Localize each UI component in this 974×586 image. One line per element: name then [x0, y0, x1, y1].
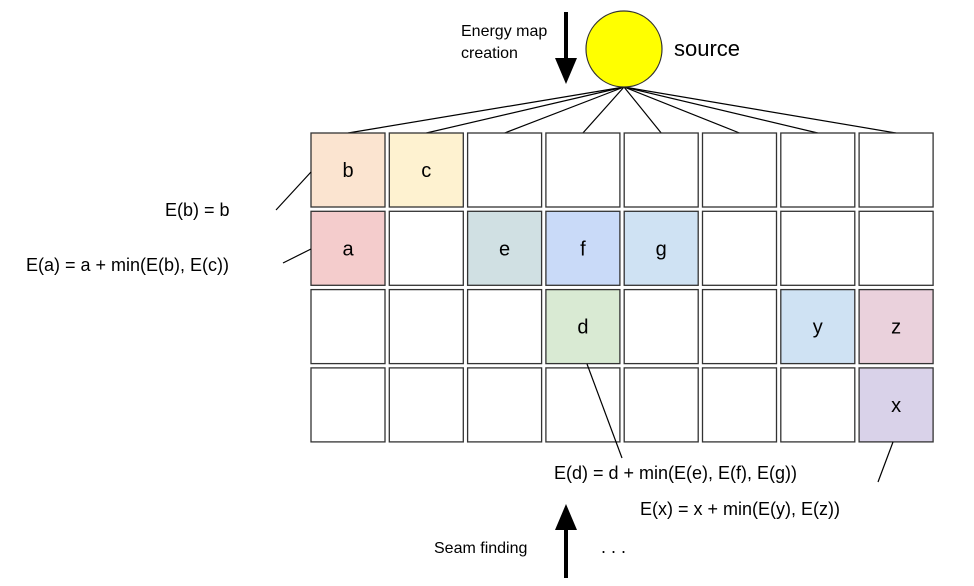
grid-cell-empty [701, 288, 778, 365]
grid-cell-empty [623, 132, 699, 208]
grid-cell-empty [388, 367, 464, 443]
grid-cell-empty [466, 367, 543, 443]
cell-label-c: c [421, 160, 431, 182]
eb-leader-line [275, 171, 312, 211]
grid-cell-empty [466, 288, 543, 365]
grid-cell-z [858, 288, 934, 365]
ed-leader-line [586, 363, 623, 459]
grid-cell-empty [545, 367, 621, 443]
equation-eb: E(b) = b [165, 200, 230, 220]
grid-cell-empty [780, 367, 856, 443]
grid-cell-g [623, 210, 699, 286]
energy-map-label-line2: creation [461, 45, 518, 62]
source-connections [347, 86, 897, 134]
source-connection-line [623, 86, 897, 134]
grid-cell-x [858, 367, 934, 443]
cell-label-f: f [580, 238, 586, 260]
cell-label-x: x [891, 395, 901, 417]
grid-cell-b [310, 132, 386, 208]
source-connection-line [426, 86, 625, 134]
grid-cell-f [545, 210, 621, 286]
grid-cell-empty [701, 367, 778, 443]
seam-finding-label: Seam finding [434, 540, 527, 557]
source-label: source [674, 36, 740, 61]
source-node [585, 10, 663, 88]
grid-cell-y [780, 288, 856, 365]
continuation-dots: . . . [601, 537, 626, 557]
cell-label-g: g [656, 238, 667, 260]
grid-cell-empty [623, 367, 699, 443]
grid-cell-empty [780, 132, 856, 208]
grid-cell-empty [545, 132, 621, 208]
grid-cell-empty [466, 132, 543, 208]
source-connection-line [623, 86, 662, 134]
seam-finding-arrow [555, 504, 577, 578]
grid-cell-empty [701, 132, 778, 208]
grid-cell-empty [310, 288, 386, 365]
cell-label-d: d [577, 317, 588, 339]
cell-label-z: z [891, 317, 901, 339]
energy-map-label-line1: Energy map [461, 23, 547, 40]
energy-map-arrow [555, 12, 577, 84]
grid-cell-empty [388, 288, 464, 365]
grid-cell-d [545, 288, 621, 365]
grid-cell-empty [388, 210, 464, 286]
source-connection-line [347, 86, 625, 134]
cell-label-a: a [342, 238, 354, 260]
source-connection-line [582, 86, 625, 134]
grid-cell-empty [623, 288, 699, 365]
equation-ed: E(d) = d + min(E(e), E(f), E(g)) [554, 463, 797, 483]
equation-ex: E(x) = x + min(E(y), E(z)) [640, 499, 840, 519]
cell-label-b: b [342, 160, 353, 182]
grid-cell-a [310, 210, 386, 286]
grid-cell-e [466, 210, 543, 286]
source-connection-line [504, 86, 625, 134]
energy-grid: b c a e f g d y z x [310, 132, 934, 443]
cell-label-y: y [813, 317, 823, 339]
cell-label-e: e [499, 238, 510, 260]
ex-leader-line [877, 441, 894, 483]
grid-cell-empty [858, 132, 934, 208]
source-connection-line [623, 86, 818, 134]
grid-cell-empty [780, 210, 856, 286]
grid-cell-empty [858, 210, 934, 286]
grid-cell-empty [310, 367, 386, 443]
grid-cell-c [388, 132, 464, 208]
ea-leader-line [282, 248, 312, 264]
equation-ea: E(a) = a + min(E(b), E(c)) [26, 255, 229, 275]
grid-cell-empty [701, 210, 778, 286]
source-connection-line [623, 86, 740, 134]
